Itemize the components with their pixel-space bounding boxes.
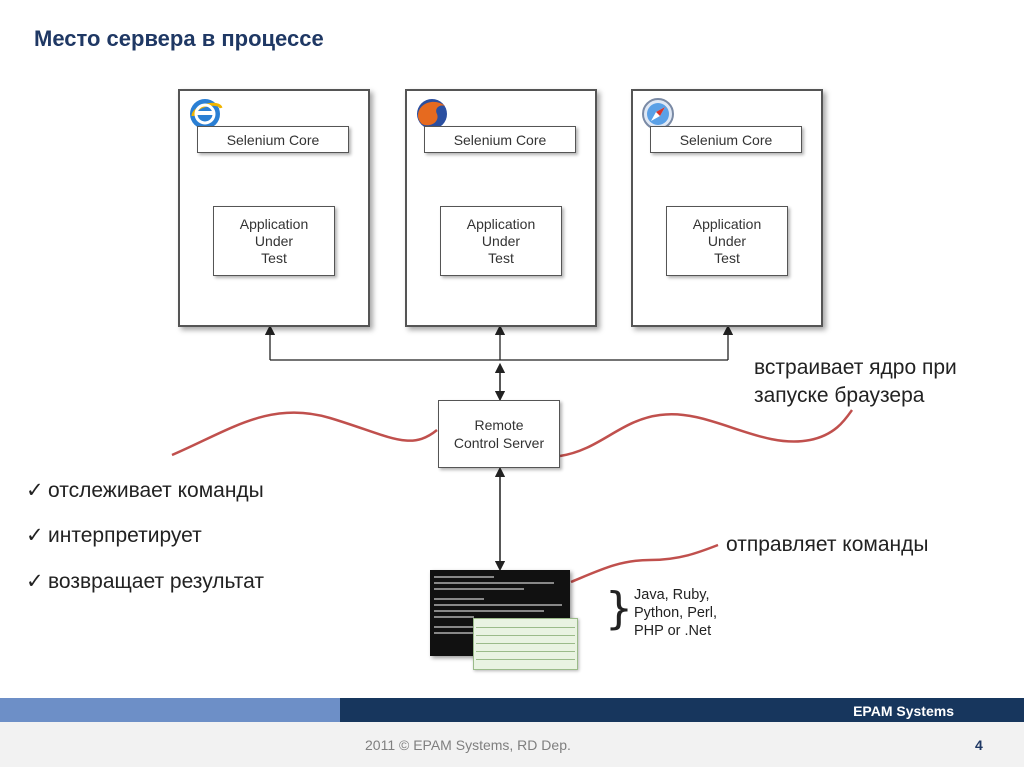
firefox-icon xyxy=(412,94,452,134)
page-number: 4 xyxy=(975,737,983,753)
internet-explorer-icon xyxy=(185,94,225,134)
copyright-text: 2011 © EPAM Systems, RD Dep. xyxy=(365,737,571,753)
application-under-test-box: Application Under Test xyxy=(666,206,788,276)
checklist-item: ✓интерпретирует xyxy=(26,523,202,548)
client-languages-label: Java, Ruby, Python, Perl, PHP or .Net xyxy=(634,587,718,639)
footer-bar-accent xyxy=(0,698,340,722)
selenium-core-box: Selenium Core xyxy=(197,126,349,153)
safari-icon xyxy=(638,94,678,134)
client-spreadsheet-image xyxy=(473,618,578,670)
application-under-test-box: Application Under Test xyxy=(440,206,562,276)
selenium-core-box: Selenium Core xyxy=(424,126,576,153)
browser-window-safari: Selenium Core Application Under Test xyxy=(631,89,823,327)
browser-window-ie: Selenium Core Application Under Test xyxy=(178,89,370,327)
left-curve xyxy=(171,411,438,457)
checklist-item: ✓возвращает результат xyxy=(26,569,264,594)
checkmark-icon: ✓ xyxy=(26,570,44,593)
footer-bar xyxy=(340,698,1024,722)
checkmark-icon: ✓ xyxy=(26,479,44,502)
checkmark-icon: ✓ xyxy=(26,524,44,547)
embeds-core-note: встраивает ядро при запуске браузера xyxy=(754,356,957,407)
right-curve xyxy=(559,409,854,458)
footer xyxy=(0,722,1024,767)
browser-window-firefox: Selenium Core Application Under Test xyxy=(405,89,597,327)
checklist-item-label: отслеживает команды xyxy=(48,479,264,502)
languages-brace: } xyxy=(605,583,633,634)
checklist-item: ✓отслеживает команды xyxy=(26,478,264,503)
page-title: Место сервера в процессе xyxy=(34,26,324,51)
application-under-test-box: Application Under Test xyxy=(213,206,335,276)
remote-control-server-box: Remote Control Server xyxy=(438,400,560,468)
checklist-item-label: интерпретирует xyxy=(48,524,202,547)
selenium-core-box: Selenium Core xyxy=(650,126,802,153)
brand-label: EPAM Systems xyxy=(853,703,954,719)
commands-curve xyxy=(570,543,719,584)
sends-commands-note: отправляет команды xyxy=(726,533,929,556)
checklist-item-label: возвращает результат xyxy=(48,570,264,593)
